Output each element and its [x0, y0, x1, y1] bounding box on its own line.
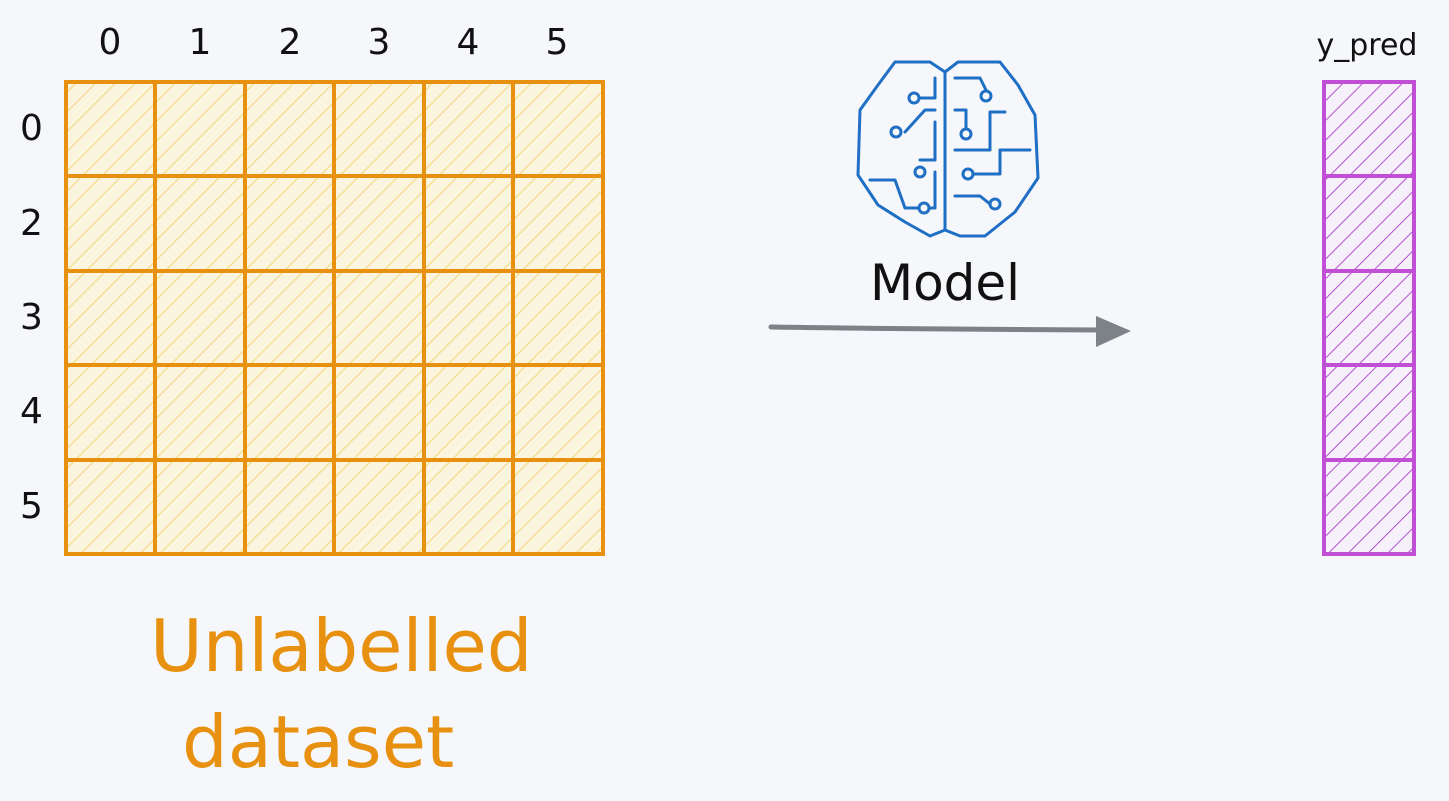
column-label-5: 5	[545, 22, 569, 63]
dataset-grid	[64, 80, 605, 556]
column-label-1: 1	[188, 22, 212, 63]
column-label-0: 0	[98, 22, 122, 63]
prediction-column-lines	[1322, 80, 1416, 556]
brain-circuit-icon	[856, 60, 1040, 238]
column-label-2: 2	[278, 22, 302, 63]
prediction-column-fill	[1324, 82, 1414, 554]
dataset-title-line2: dataset	[182, 700, 455, 784]
dataset-title-line1: Unlabelled	[150, 604, 533, 688]
prediction-column	[1322, 80, 1416, 556]
column-label-4: 4	[456, 22, 480, 63]
row-label-4: 4	[20, 391, 43, 432]
prediction-label: y_pred	[1316, 28, 1418, 63]
row-label-3: 3	[20, 297, 43, 338]
dataset-grid-lines	[64, 80, 605, 556]
row-label-2: 2	[20, 203, 43, 244]
row-label-5: 5	[20, 486, 43, 527]
row-label-0: 0	[20, 108, 43, 149]
model-label: Model	[869, 254, 1021, 312]
arrow	[768, 316, 1131, 347]
column-label-3: 3	[367, 22, 391, 63]
dataset-title: Unlabelled dataset	[150, 598, 570, 790]
